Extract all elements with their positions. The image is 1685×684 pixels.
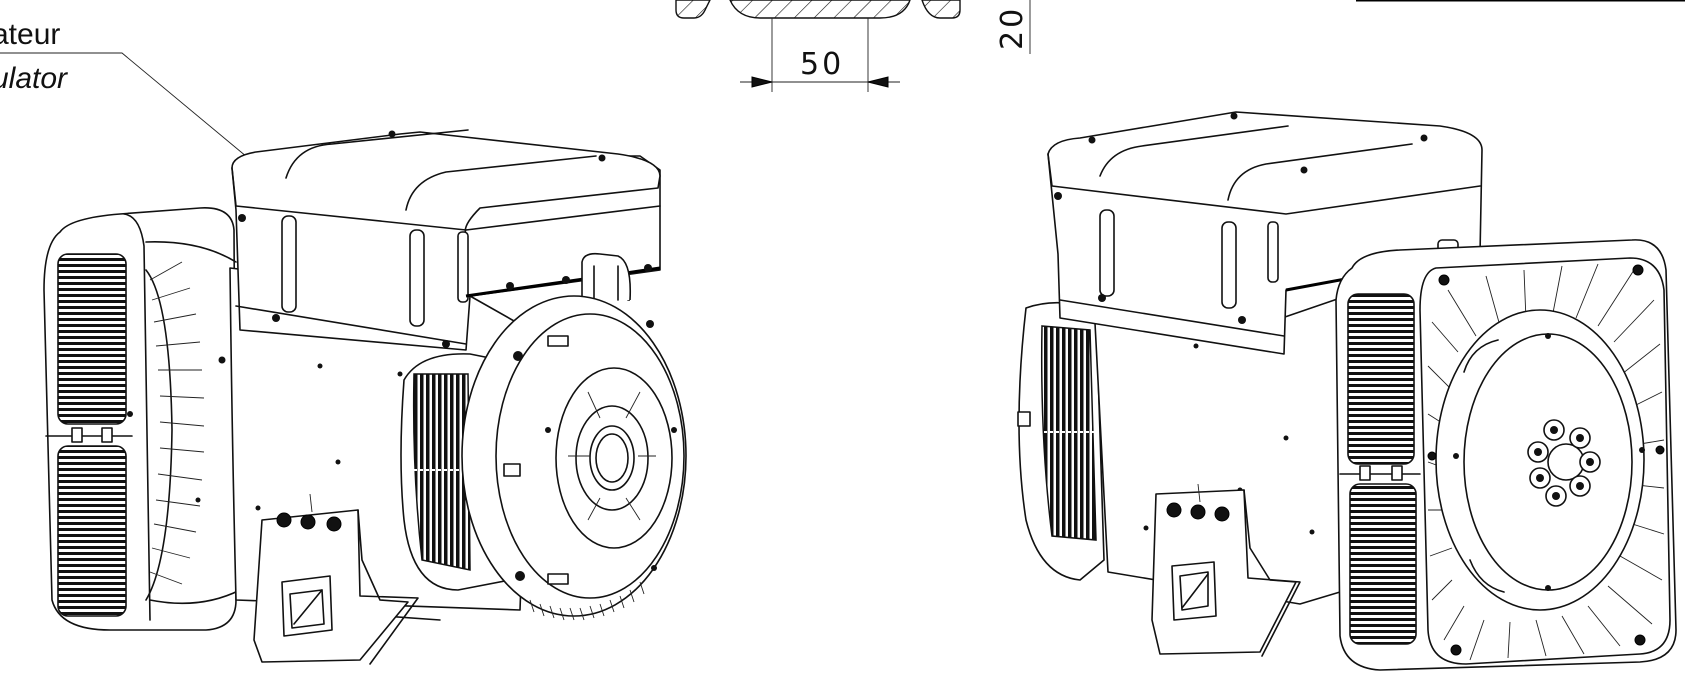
generator-front-left-view [43, 129, 687, 665]
fan-cover-left [43, 207, 241, 631]
mounting-foot-left [253, 493, 419, 665]
terminal-box-left [231, 129, 661, 351]
mounting-foot-right [1151, 483, 1301, 657]
front-end-shield-left [400, 252, 687, 621]
generator-rear-right-view [1017, 111, 1677, 671]
dimension-value-width: 50 [800, 47, 844, 82]
profile-section-detail: 50 20 [675, 0, 1685, 92]
fan-housing-right [1335, 239, 1677, 671]
callout-label-fr: ateur [0, 18, 60, 51]
coupling-bolt-cluster [1527, 419, 1601, 507]
exciter-end-right [1017, 301, 1105, 581]
dimension-value-height: 20 [995, 6, 1030, 50]
regulator-callout: ateur ulator [0, 18, 348, 242]
callout-label-en: ulator [0, 62, 68, 95]
terminal-box-right [1047, 111, 1483, 355]
